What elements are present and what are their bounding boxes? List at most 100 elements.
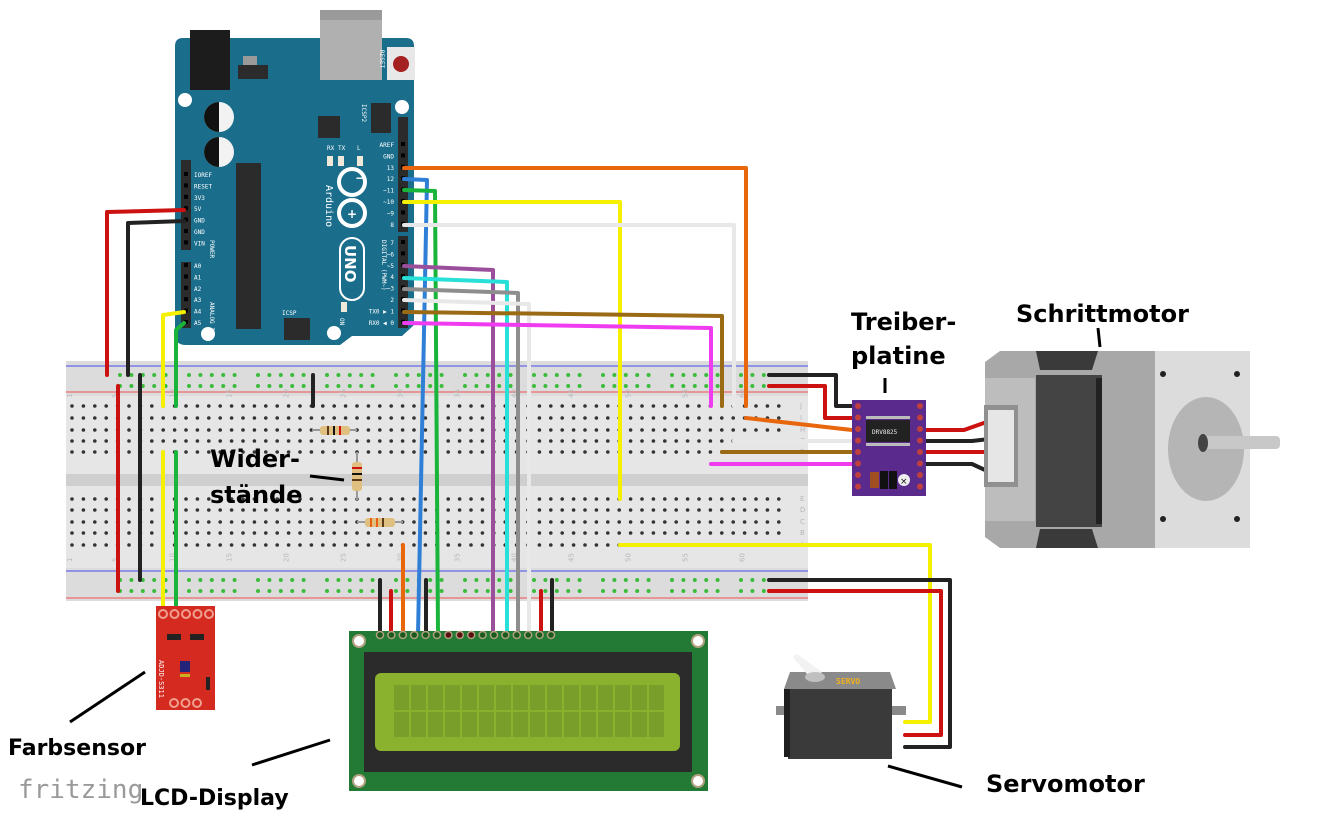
rail-hole [739,589,743,593]
arduino-uno[interactable]: RESET ICSP2 RX TX L − + UNO Arduino ON [175,10,415,345]
icsp-header [284,318,310,340]
rail-hole [370,384,375,388]
breadboard-hole [412,428,416,432]
breadboard-hole [697,450,701,454]
breadboard-hole [93,508,97,512]
breadboard-hole [583,450,587,454]
breadboard-hole [560,439,564,443]
breadboard-hole [537,497,542,501]
breadboard-hole [457,404,462,408]
breadboard-hole [594,531,599,535]
rail-hole [566,578,571,582]
breadboard-hole [127,497,131,501]
column-number: 35 [454,389,462,398]
pin-label: GND [194,218,205,225]
breadboard-hole [765,404,770,408]
sensor-pin [169,698,179,708]
breadboard-hole [218,450,222,454]
breadboard-hole [70,416,74,420]
breadboard-hole [309,416,314,420]
breadboard-hole [674,404,678,408]
svg-text:SERVO: SERVO [836,677,860,686]
pin-label: 4 [390,274,394,281]
breadboard-hole [606,508,610,512]
column-number: 10 [169,389,177,398]
breadboard-hole [321,404,325,408]
breadboard-hole [606,520,610,524]
breadboard-hole [754,531,758,535]
pin-label: ~5 [387,263,395,270]
breadboard-hole [765,508,770,512]
breadboard-hole [663,428,667,432]
breadboard-hole [697,520,701,524]
breadboard-hole [81,497,86,501]
breadboard-hole [207,416,211,420]
breadboard-hole [378,450,382,454]
rail-hole [152,373,157,377]
breadboard-hole [697,497,701,501]
rail-hole [750,384,755,388]
breadboard-hole [537,543,542,547]
rail-hole [439,589,444,593]
breadboard-hole [765,531,770,535]
breadboard-hole [606,439,610,443]
rail-hole [704,384,709,388]
lcd-pin [398,630,408,640]
breadboard-hole [457,497,462,501]
breadboard-hole [446,543,451,547]
breadboard-hole [754,497,758,501]
rail-hole [623,373,628,377]
breadboard-hole [720,497,724,501]
breadboard-hole [127,531,131,535]
breadboard-hole [663,508,667,512]
breadboard-hole [685,416,690,420]
rail-hole [715,589,720,593]
breadboard-hole [457,531,462,535]
breadboard-hole [264,416,268,420]
pin-label: RX0 ◀ 0 [369,320,395,327]
rail-hole [336,373,341,377]
breadboard-hole [457,428,462,432]
rail-hole [198,589,203,593]
breadboard-hole [343,450,348,454]
breadboard-hole [777,520,781,524]
breadboard-hole [583,543,587,547]
wire-d0 [402,321,713,408]
column-number: 55 [682,389,690,398]
breadboard-hole [161,428,165,432]
breadboard-hole [469,497,473,501]
breadboard-hole [423,450,428,454]
breadboard-hole [412,497,416,501]
breadboard-hole [446,439,451,443]
column-number: 10 [169,553,177,562]
breadboard-hole [218,543,222,547]
breadboard-hole [537,450,542,454]
breadboard-hole [400,416,405,420]
breadboard-hole [378,508,382,512]
breadboard-hole [446,428,451,432]
rail-hole [612,578,617,582]
breadboard-hole [150,520,154,524]
rail-hole [232,373,237,377]
driver-pin [917,403,923,409]
breadboard-hole [343,416,348,420]
wire-5v [105,208,186,377]
breadboard-hole [172,416,177,420]
breadboard-hole [549,439,553,443]
rail-hole [428,589,433,593]
breadboard-hole [469,531,473,535]
row-letter: E [800,495,804,503]
breadboard-hole [754,404,758,408]
breadboard-hole [127,543,131,547]
breadboard-hole [731,497,735,501]
rail-hole [474,373,479,377]
breadboard-hole [81,543,86,547]
rail-hole [681,384,686,388]
sensor-pin [158,609,168,619]
breadboard-hole [207,450,211,454]
rail-hole [405,384,410,388]
breadboard-hole [606,404,610,408]
svg-text:TX: TX [338,145,346,152]
breadboard-hole [195,428,200,432]
